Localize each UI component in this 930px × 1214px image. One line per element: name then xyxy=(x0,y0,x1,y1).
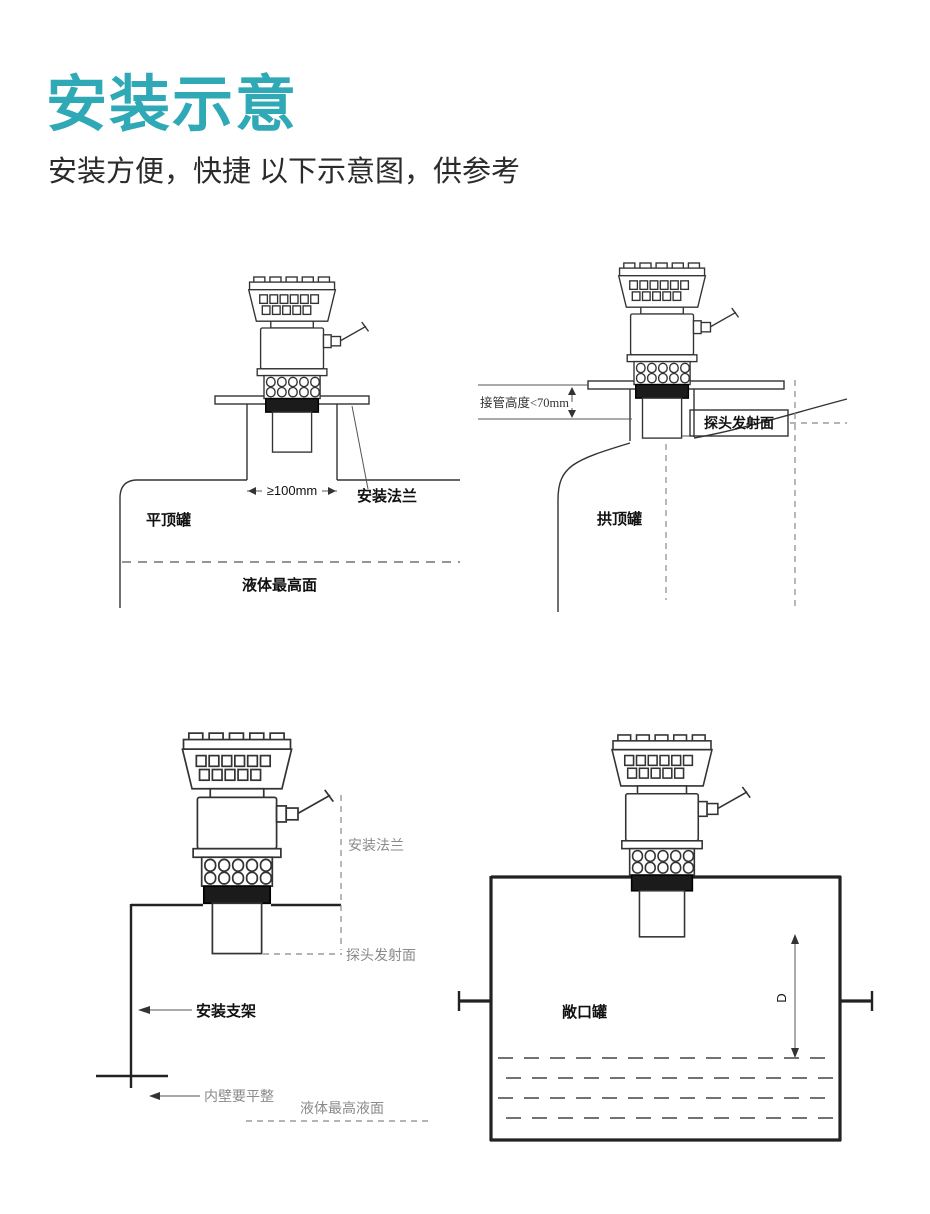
flange-leader-line xyxy=(351,405,369,490)
depth-dimension: D xyxy=(774,934,799,1058)
flat-top-tank-label: 平顶罐 xyxy=(146,511,191,529)
ultrasonic-sensor xyxy=(618,262,740,439)
diagram-open-tank: 敞口罐 D xyxy=(457,734,874,1142)
diagram-bracket-mount: 安装法兰 探头发射面 安装支架 内壁要平整 液体最高液面 xyxy=(96,732,430,1122)
arch-top-tank-outline xyxy=(557,380,848,612)
flat-top-liquid-label: 液体最高面 xyxy=(242,576,317,594)
diagram-flat-top-tank: ≥100mm 安装法兰 平顶罐 液体最高面 xyxy=(119,276,460,608)
ultrasonic-sensor xyxy=(181,732,335,955)
flange-label: 安装法兰 xyxy=(357,487,417,505)
bracket-probe-face-label: 探头发射面 xyxy=(346,948,416,964)
probe-face-label: 探头发射面 xyxy=(704,415,774,431)
bracket-flange-label: 安装法兰 xyxy=(348,838,404,854)
page-subtitle: 安装方便，快捷 以下示意图，供参考 xyxy=(48,156,521,188)
wall-callout: 内壁要平整 xyxy=(149,1089,274,1105)
pipe-height-dimension: 接管高度<70mm xyxy=(478,384,632,420)
pipe-height-label: 接管高度<70mm xyxy=(480,395,569,410)
water-level-lines xyxy=(498,1057,834,1119)
wall-flat-label: 内壁要平整 xyxy=(204,1089,274,1105)
open-tank-outline xyxy=(457,875,874,1142)
diagram-arch-top-tank: 接管高度<70mm 探头发射面 拱顶罐 xyxy=(478,262,848,612)
flat-top-dim-label: ≥100mm xyxy=(267,483,317,498)
page-title: 安装示意 xyxy=(46,70,299,138)
arch-top-tank-label: 拱顶罐 xyxy=(597,510,642,528)
bracket-outline xyxy=(96,903,341,1088)
bracket-callout: 安装支架 xyxy=(138,1002,256,1020)
open-tank-label: 敞口罐 xyxy=(562,1003,607,1021)
ultrasonic-sensor xyxy=(611,734,751,938)
flat-top-dimension: ≥100mm xyxy=(247,483,337,498)
depth-label: D xyxy=(774,993,789,1002)
probe-face-callout: 探头发射面 xyxy=(682,409,847,437)
bracket-liquid-label: 液体最高液面 xyxy=(300,1100,384,1117)
bracket-label: 安装支架 xyxy=(196,1002,256,1020)
ultrasonic-sensor xyxy=(248,276,370,453)
